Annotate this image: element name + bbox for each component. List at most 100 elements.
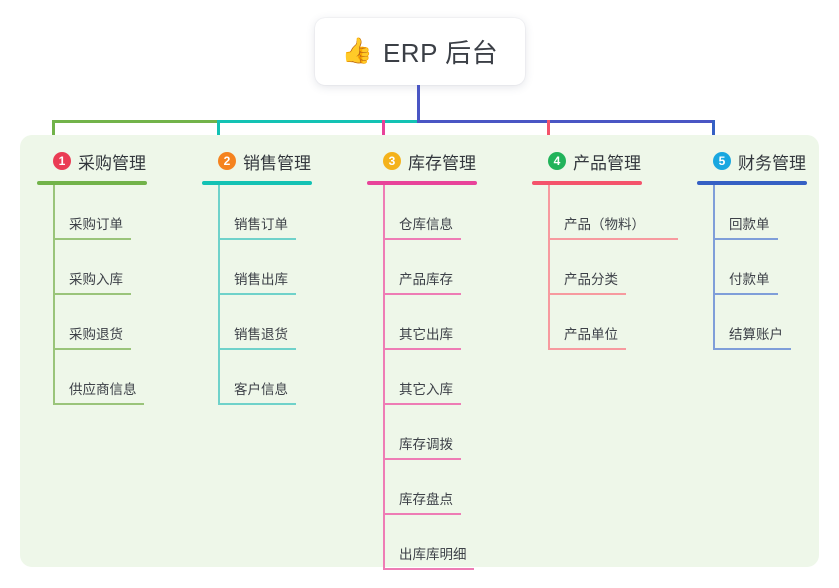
branch-title-1: 采购管理 bbox=[78, 153, 146, 173]
leaf-rule bbox=[383, 403, 461, 405]
leaf-rule bbox=[53, 348, 131, 350]
branch-1[interactable]: 1 采购管理采购订单采购入库采购退货供应商信息 bbox=[37, 148, 147, 405]
leaf-item[interactable]: 产品（物料） bbox=[548, 185, 678, 240]
branch-spine-1 bbox=[53, 185, 55, 405]
leaf-label: 采购订单 bbox=[69, 217, 123, 232]
leaf-item[interactable]: 付款单 bbox=[713, 240, 807, 295]
root-node[interactable]: 👍 ERP 后台 bbox=[315, 18, 525, 85]
branch-spine-3 bbox=[383, 185, 385, 570]
leaf-rule bbox=[218, 403, 296, 405]
leaf-item[interactable]: 采购订单 bbox=[53, 185, 147, 240]
leaf-label: 结算账户 bbox=[729, 327, 783, 342]
leaf-rule bbox=[218, 348, 296, 350]
leaf-label: 库存调拨 bbox=[399, 437, 453, 452]
leaf-rule bbox=[218, 293, 296, 295]
branch-2[interactable]: 2 销售管理销售订单销售出库销售退货客户信息 bbox=[202, 148, 312, 405]
branch-rule-3 bbox=[367, 181, 477, 185]
leaf-item[interactable]: 回款单 bbox=[713, 185, 807, 240]
branch-rule-5 bbox=[697, 181, 807, 185]
branch-badge-2: 2 bbox=[218, 152, 236, 170]
leaf-item[interactable]: 供应商信息 bbox=[53, 350, 147, 405]
leaf-label: 库存盘点 bbox=[399, 492, 453, 507]
branch-rule-4 bbox=[532, 181, 642, 185]
leaf-rule bbox=[713, 293, 778, 295]
leaf-label: 付款单 bbox=[729, 272, 770, 287]
leaf-item[interactable]: 销售退货 bbox=[218, 295, 312, 350]
leaf-item[interactable]: 产品分类 bbox=[548, 240, 645, 295]
branch-leaves-2: 销售订单销售出库销售退货客户信息 bbox=[202, 185, 312, 405]
branch-spine-2 bbox=[218, 185, 220, 405]
branch-leaves-3: 仓库信息产品库存其它出库其它入库库存调拨库存盘点出库库明细 bbox=[367, 185, 477, 570]
leaf-label: 销售订单 bbox=[234, 217, 288, 232]
branch-leaves-1: 采购订单采购入库采购退货供应商信息 bbox=[37, 185, 147, 405]
leaf-item[interactable]: 库存盘点 bbox=[383, 460, 477, 515]
branch-spine-5 bbox=[713, 185, 715, 350]
branch-5[interactable]: 5 财务管理回款单付款单结算账户 bbox=[697, 148, 807, 350]
thumbs-up-icon: 👍 bbox=[341, 37, 373, 65]
leaf-rule bbox=[548, 238, 678, 240]
branch-badge-4: 4 bbox=[548, 152, 566, 170]
leaf-label: 其它出库 bbox=[399, 327, 453, 342]
leaf-rule bbox=[548, 293, 626, 295]
branch-title-4: 产品管理 bbox=[573, 153, 641, 173]
branch-header-5[interactable]: 5 财务管理 bbox=[697, 148, 807, 174]
leaf-item[interactable]: 出库库明细 bbox=[383, 515, 477, 570]
leaf-label: 出库库明细 bbox=[399, 547, 467, 562]
leaf-rule bbox=[383, 568, 474, 570]
leaf-item[interactable]: 其它出库 bbox=[383, 295, 477, 350]
leaf-rule bbox=[383, 458, 461, 460]
branch-badge-1: 1 bbox=[53, 152, 71, 170]
leaf-label: 产品库存 bbox=[399, 272, 453, 287]
leaf-rule bbox=[53, 403, 144, 405]
leaf-item[interactable]: 客户信息 bbox=[218, 350, 312, 405]
bus-segment-green bbox=[51, 120, 220, 123]
branch-badge-5: 5 bbox=[713, 152, 731, 170]
leaf-rule bbox=[383, 513, 461, 515]
leaf-label: 回款单 bbox=[729, 217, 770, 232]
branch-title-2: 销售管理 bbox=[243, 153, 311, 173]
leaf-label: 仓库信息 bbox=[399, 217, 453, 232]
leaf-rule bbox=[713, 238, 778, 240]
branch-badge-3: 3 bbox=[383, 152, 401, 170]
branch-header-2[interactable]: 2 销售管理 bbox=[202, 148, 312, 174]
branch-rule-2 bbox=[202, 181, 312, 185]
branch-leaves-5: 回款单付款单结算账户 bbox=[697, 185, 807, 350]
leaf-rule bbox=[713, 348, 791, 350]
leaf-item[interactable]: 产品单位 bbox=[548, 295, 645, 350]
leaf-label: 采购入库 bbox=[69, 272, 123, 287]
leaf-label: 客户信息 bbox=[234, 382, 288, 397]
branch-header-3[interactable]: 3 库存管理 bbox=[367, 148, 477, 174]
leaf-item[interactable]: 采购入库 bbox=[53, 240, 147, 295]
leaf-rule bbox=[383, 348, 461, 350]
branch-header-4[interactable]: 4 产品管理 bbox=[532, 148, 645, 174]
leaf-rule bbox=[383, 238, 461, 240]
branch-title-3: 库存管理 bbox=[408, 153, 476, 173]
leaf-item[interactable]: 库存调拨 bbox=[383, 405, 477, 460]
leaf-label: 其它入库 bbox=[399, 382, 453, 397]
leaf-item[interactable]: 其它入库 bbox=[383, 350, 477, 405]
leaf-item[interactable]: 采购退货 bbox=[53, 295, 147, 350]
leaf-rule bbox=[548, 348, 626, 350]
trunk-vertical bbox=[416, 85, 420, 123]
leaf-label: 销售退货 bbox=[234, 327, 288, 342]
root-title: ERP 后台 bbox=[382, 38, 499, 68]
leaf-rule bbox=[383, 293, 461, 295]
leaf-item[interactable]: 销售出库 bbox=[218, 240, 312, 295]
branch-header-1[interactable]: 1 采购管理 bbox=[37, 148, 147, 174]
bus-segment-indigo bbox=[416, 120, 715, 123]
branch-leaves-4: 产品（物料） 产品分类产品单位 bbox=[532, 185, 678, 350]
branch-4[interactable]: 4 产品管理产品（物料） 产品分类产品单位 bbox=[532, 148, 678, 350]
branch-spine-4 bbox=[548, 185, 550, 350]
leaf-item[interactable]: 产品库存 bbox=[383, 240, 477, 295]
leaf-label: 产品单位 bbox=[564, 327, 618, 342]
leaf-rule bbox=[53, 238, 131, 240]
branch-3[interactable]: 3 库存管理仓库信息产品库存其它出库其它入库库存调拨库存盘点出库库明细 bbox=[367, 148, 477, 570]
leaf-item[interactable]: 仓库信息 bbox=[383, 185, 477, 240]
leaf-rule bbox=[53, 293, 131, 295]
leaf-item[interactable]: 结算账户 bbox=[713, 295, 807, 350]
branch-title-5: 财务管理 bbox=[738, 153, 806, 173]
leaf-label: 产品（物料） bbox=[564, 217, 645, 232]
bus-segment-teal bbox=[216, 120, 420, 123]
leaf-item[interactable]: 销售订单 bbox=[218, 185, 312, 240]
